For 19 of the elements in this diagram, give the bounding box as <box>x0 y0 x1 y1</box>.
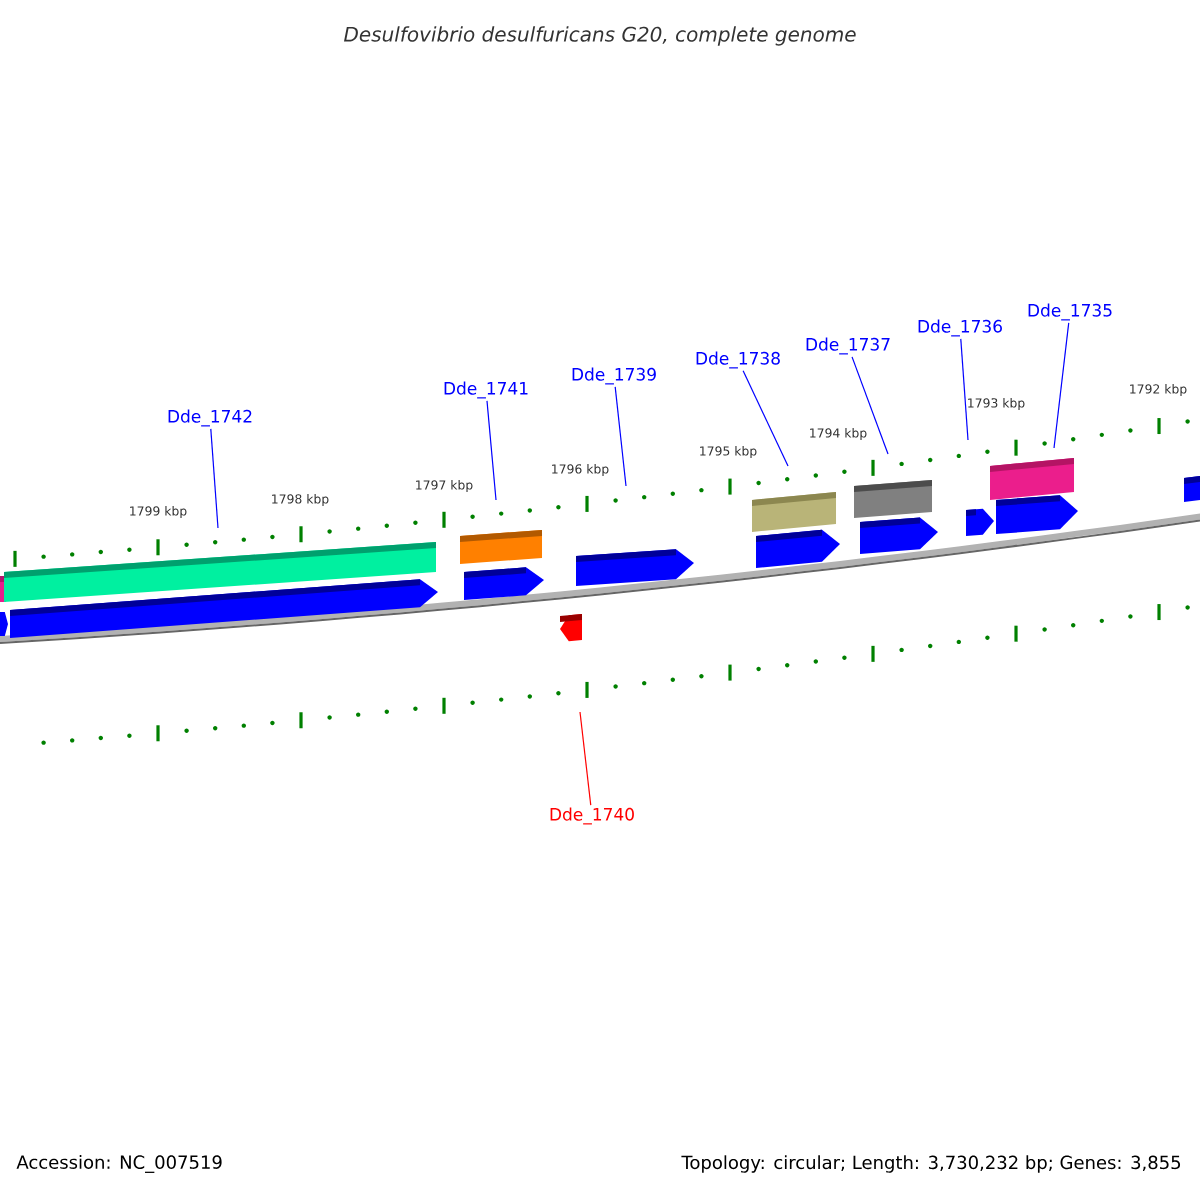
accession-text: Accession: NC_007519 <box>16 1155 222 1173</box>
gene-label: Dde_1739 <box>572 367 656 385</box>
leader-line <box>1053 322 1070 449</box>
gene-label: Dde_1737 <box>806 337 890 355</box>
gene-label: Dde_1735 <box>1028 303 1112 321</box>
genome-info-text: Topology: circular; Length: 3,730,232 bp; Genes: 3,855 <box>681 1155 1181 1173</box>
leader-line <box>851 356 889 455</box>
gene-label: Dde_1742 <box>168 409 252 427</box>
leader-line <box>579 711 592 806</box>
gene-label: Dde_1736 <box>918 319 1002 337</box>
gene-label: Dde_1740 <box>550 807 634 825</box>
leader-line <box>960 338 969 441</box>
gene-label: Dde_1738 <box>696 351 780 369</box>
leader-line <box>742 370 789 467</box>
title: Desulfovibrio desulfuricans G20, complete genome <box>344 26 856 46</box>
leader-line <box>614 386 627 487</box>
leader-line <box>210 428 219 529</box>
gene-label: Dde_1741 <box>444 381 528 399</box>
leader-line <box>486 400 497 501</box>
